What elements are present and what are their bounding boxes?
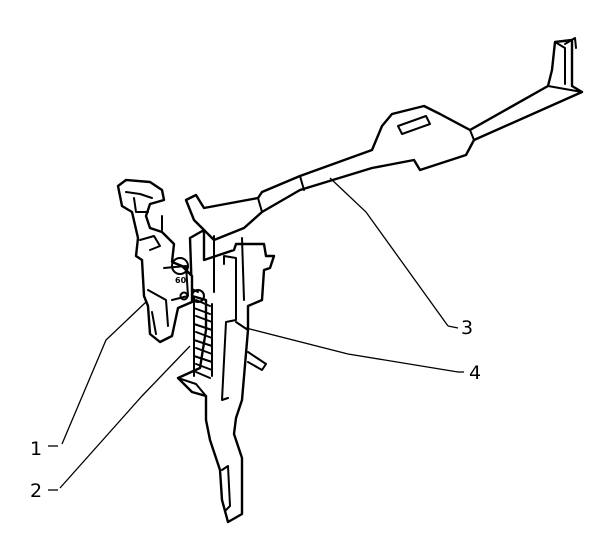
callout-label-1: 1: [30, 438, 42, 460]
leader-lines: [48, 177, 464, 491]
leader-line-1: [61, 301, 147, 445]
leader-line-3: [329, 177, 449, 327]
slider-plate: [176, 228, 276, 524]
leader-line-4: [245, 327, 459, 373]
callout-label-3: 3: [461, 317, 473, 339]
part-stamp-label: 60: [175, 276, 187, 285]
long-arm-lever: [184, 37, 584, 242]
coil-spring: [189, 287, 213, 379]
leader-line-2: [59, 345, 191, 489]
callout-label-2: 2: [30, 480, 42, 502]
callout-label-4: 4: [469, 362, 481, 384]
latch-bracket: [116, 178, 194, 344]
